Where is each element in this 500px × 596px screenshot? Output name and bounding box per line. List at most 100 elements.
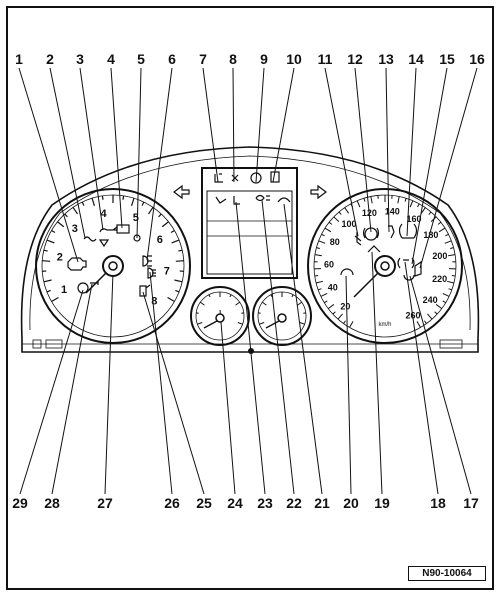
headlight-icon: [147, 267, 156, 279]
gauge-tick: [43, 249, 48, 252]
gauge-tick: [437, 221, 442, 225]
gauge-tick: [424, 320, 427, 324]
gauge-tick: [57, 221, 65, 228]
reference-number: N90-10064: [408, 566, 486, 581]
leader-line-11: [324, 67, 359, 237]
callout-6: 6: [168, 51, 176, 67]
gauge-tick: [397, 196, 400, 204]
gauge-tick: [46, 289, 51, 293]
leader-line-20: [345, 275, 352, 495]
gauge-tick: [130, 197, 135, 206]
cruise-control-icon: [340, 268, 354, 276]
leader-line-17: [409, 275, 472, 495]
gauge-tick: [324, 227, 332, 233]
gauge-tick: [197, 322, 203, 325]
gauge-tick: [430, 216, 437, 223]
gauge-tick: [64, 213, 68, 218]
brake-system-icon: [362, 227, 380, 241]
gauge-tick: [81, 201, 85, 206]
oil-pressure-icon: [99, 225, 118, 233]
center-screw: [248, 348, 254, 354]
callout-12: 12: [347, 51, 363, 67]
gauge-tick: [343, 320, 346, 324]
gauge-tick: [291, 294, 294, 298]
gauge-tick: [356, 200, 361, 208]
callout-9: 9: [260, 51, 268, 67]
brake-pad-icon: [397, 257, 415, 269]
gauge-tick: [448, 254, 456, 257]
callout-27: 27: [97, 495, 113, 511]
key-icon: [90, 281, 99, 285]
callout-19: 19: [374, 495, 390, 511]
gauge-tick: [442, 292, 450, 297]
scale-label-60: 60: [324, 260, 334, 270]
gauge-tick: [167, 296, 175, 303]
gauge-tick: [420, 207, 426, 214]
gauge-tick: [178, 249, 183, 252]
battery-icon: [116, 224, 130, 234]
gauge-tick: [447, 280, 455, 284]
gauge-tick: [442, 300, 447, 304]
leader-line-23: [235, 201, 266, 495]
scale-label-120: 120: [362, 208, 377, 218]
gauge-tick: [417, 203, 420, 208]
leader-line-14: [406, 67, 417, 237]
gauge-tick: [445, 233, 449, 237]
scale-label-3: 3: [72, 223, 78, 235]
gauge-tick: [91, 197, 96, 206]
scale-label-180: 180: [423, 230, 438, 240]
gauge-tick: [320, 292, 328, 297]
scale-label-140: 140: [385, 206, 400, 216]
gauge-tick: [297, 301, 302, 306]
callout-2: 2: [46, 51, 54, 67]
rear-fog-icon: [142, 255, 152, 267]
callout-3: 3: [76, 51, 84, 67]
callout-15: 15: [439, 51, 455, 67]
engine-check-icon: [67, 257, 87, 271]
steering-icon: [215, 196, 227, 204]
gauge-tick: [235, 301, 240, 306]
callout-13: 13: [378, 51, 394, 67]
leader-line-2: [49, 67, 86, 239]
leader-line-27: [104, 271, 114, 495]
gauge-tick: [350, 203, 353, 208]
gauge-tick: [444, 240, 452, 244]
gauge-tick: [370, 196, 373, 204]
leader-line-29: [19, 289, 84, 495]
gauge-tick: [438, 227, 446, 233]
fuel-level-gauge: [252, 286, 312, 346]
callout-16: 16: [469, 51, 485, 67]
callout-26: 26: [164, 495, 180, 511]
gauge-tick: [316, 247, 320, 250]
fuel-filter-icon: [139, 284, 151, 297]
callout-22: 22: [286, 495, 302, 511]
scale-label-1: 1: [61, 284, 67, 296]
callout-8: 8: [229, 51, 237, 67]
washer-fluid-icon: [403, 274, 415, 281]
callout-23: 23: [257, 495, 273, 511]
callout-4: 4: [107, 51, 115, 67]
gauge-tick: [299, 322, 305, 325]
gauge-tick: [344, 207, 350, 214]
gauge-tick: [333, 216, 340, 223]
gauge-tick: [435, 304, 443, 310]
callout-24: 24: [227, 495, 243, 511]
callout-17: 17: [463, 495, 479, 511]
leader-line-21: [283, 203, 323, 495]
windshield-icon: [277, 197, 291, 203]
coolant-icon: [250, 172, 262, 184]
gauge-tick: [101, 195, 104, 200]
scale-label-7: 7: [164, 266, 170, 278]
callout-14: 14: [408, 51, 424, 67]
callout-25: 25: [196, 495, 212, 511]
indicator-light-icon: [231, 174, 239, 182]
scale-label-6: 6: [157, 234, 163, 246]
leader-line-24: [219, 309, 236, 495]
trailer-icon: [214, 173, 223, 183]
callout-29: 29: [12, 495, 28, 511]
gauge-tick: [175, 289, 180, 293]
